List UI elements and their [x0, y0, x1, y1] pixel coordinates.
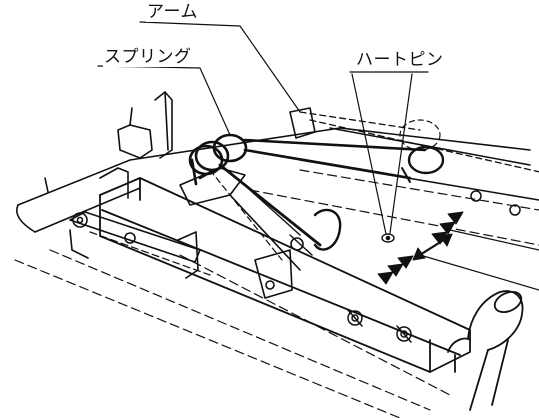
heart-pin	[381, 233, 395, 243]
spring-bracket	[179, 167, 301, 299]
main-frame-beam	[99, 177, 471, 373]
heart-pin-label: ハートピン	[355, 50, 445, 70]
base-plate	[14, 169, 539, 418]
arm-label: アーム	[146, 2, 199, 22]
right-roller	[447, 290, 524, 411]
spring-coil	[188, 133, 248, 186]
spring-rod	[209, 163, 342, 261]
rear-shaft	[16, 127, 531, 233]
leader-lines	[97, 21, 429, 235]
beam-bolts	[347, 309, 412, 343]
arm-part	[243, 107, 539, 183]
spring-label: スプリング	[103, 47, 193, 67]
motion-arrows	[377, 211, 464, 285]
left-bracket	[99, 91, 173, 199]
lower-link	[69, 211, 211, 279]
